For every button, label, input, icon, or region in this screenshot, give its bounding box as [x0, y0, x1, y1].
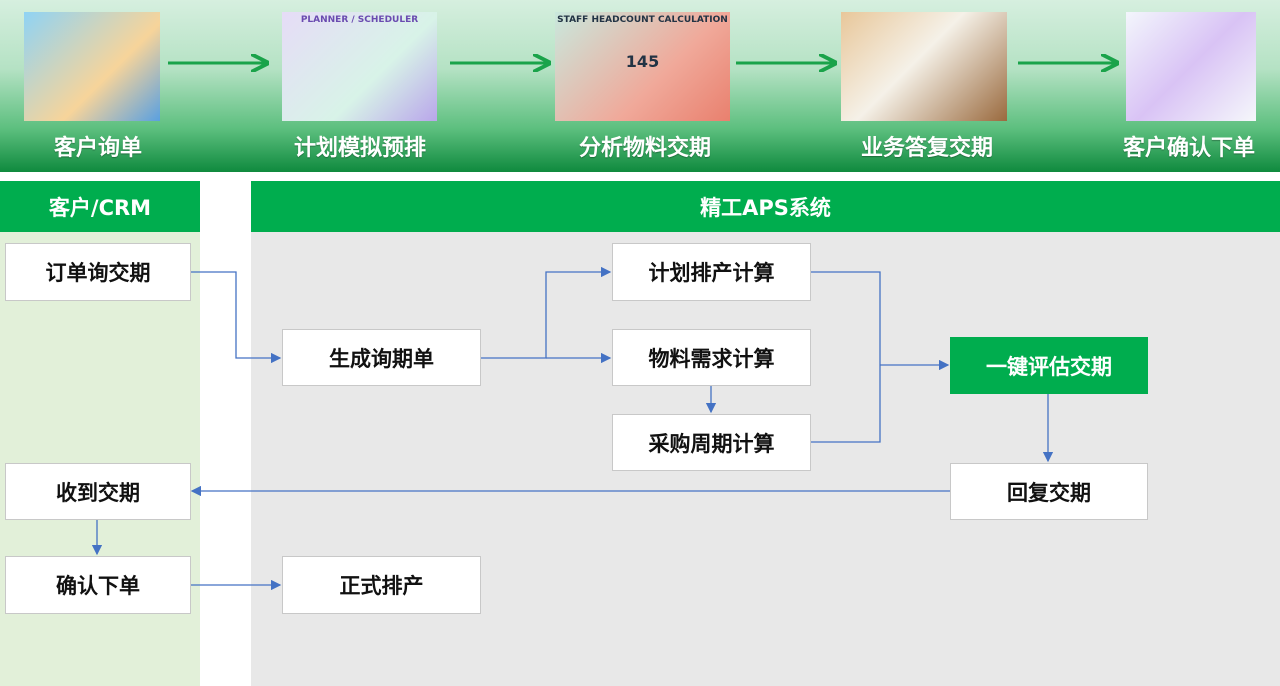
step-label: 计划模拟预排 — [293, 136, 426, 161]
node-purchase-calc[interactable]: 采购周期计算 — [612, 414, 811, 471]
node-formal[interactable]: 正式排产 — [282, 556, 481, 614]
node-order-inquiry[interactable]: 订单询交期 — [5, 243, 191, 301]
connector — [810, 271, 881, 443]
businessman-illustration — [24, 12, 160, 121]
connector — [480, 266, 612, 359]
node-gen-inquiry[interactable]: 生成询期单 — [282, 329, 481, 386]
node-confirm-order[interactable]: 确认下单 — [5, 556, 191, 614]
node-reply[interactable]: 回复交期 — [950, 463, 1148, 520]
phone-message-illustration — [1126, 12, 1256, 121]
node-material-calc[interactable]: 物料需求计算 — [612, 329, 811, 386]
lane-header-crm: 客户/CRM — [0, 181, 200, 232]
node-receive-date[interactable]: 收到交期 — [5, 463, 191, 520]
clipboard-signing-illustration — [841, 12, 1007, 121]
step-label: 客户确认下单 — [1122, 136, 1255, 161]
connector — [190, 271, 282, 364]
node-evaluate[interactable]: 一键评估交期 — [950, 337, 1148, 394]
step-label: 分析物料交期 — [578, 136, 711, 161]
step-label: 客户询单 — [53, 136, 142, 161]
node-plan-calc[interactable]: 计划排产计算 — [612, 243, 811, 301]
step-label: 业务答复交期 — [860, 136, 993, 161]
lane-header-aps: 精工APS系统 — [251, 181, 1280, 232]
planner-illustration: PLANNER / SCHEDULER — [282, 12, 437, 121]
